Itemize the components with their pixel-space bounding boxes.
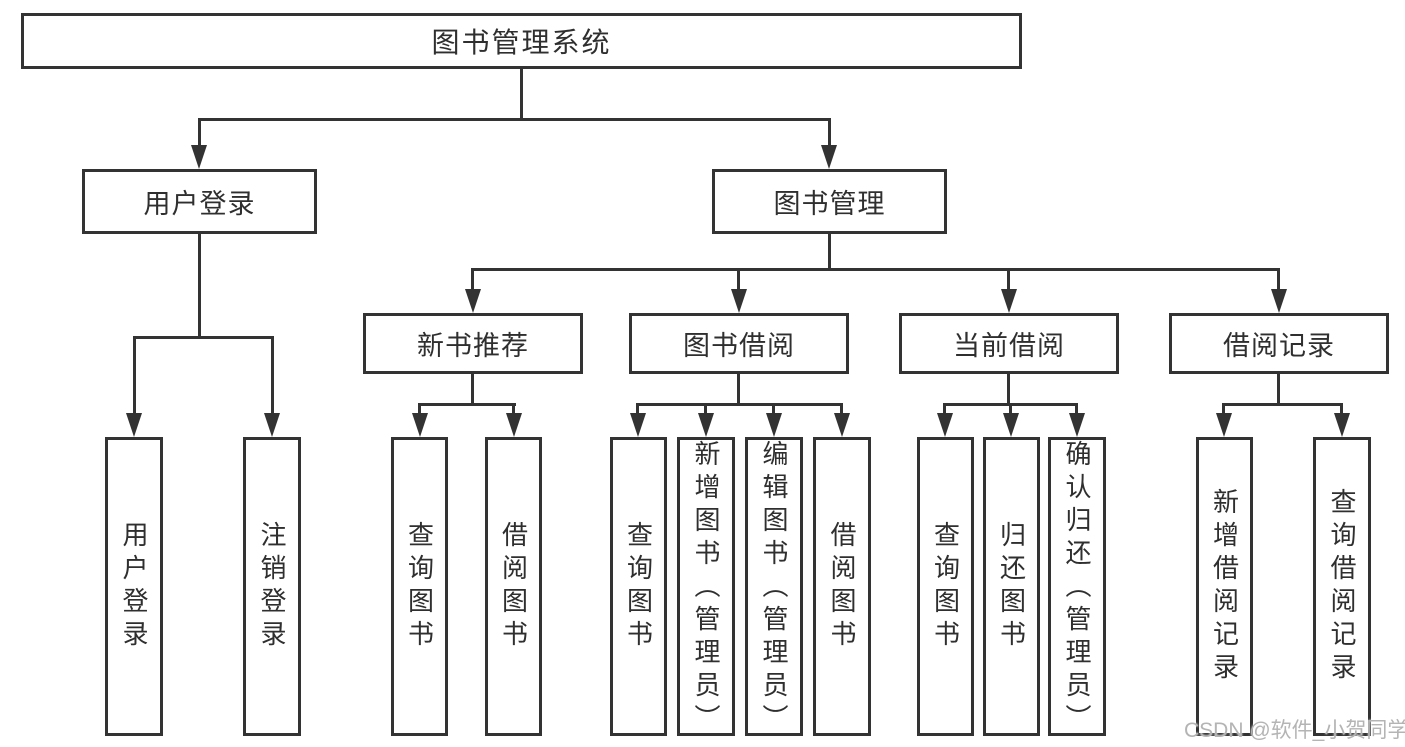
leaf-query-books-current: 查询图书 xyxy=(917,437,974,736)
arrow-down-icon xyxy=(126,413,142,437)
arrow-down-icon xyxy=(264,413,280,437)
arrow-down-icon xyxy=(630,413,646,437)
connector-leaf-line xyxy=(1075,403,1078,415)
node-label: 查询图书 xyxy=(404,520,435,653)
node-book-borrowing: 图书借阅 xyxy=(629,313,849,374)
node-label: 借阅图书 xyxy=(827,520,857,653)
arrow-down-icon xyxy=(834,413,850,437)
arrow-down-icon xyxy=(1001,289,1017,313)
arrow-down-icon xyxy=(1334,413,1350,437)
node-user-login: 用户登录 xyxy=(82,169,317,234)
connector-to-book-borrowing xyxy=(737,268,740,293)
leaf-borrow-books-recommendation: 借阅图书 xyxy=(485,437,542,736)
arrow-down-icon xyxy=(1003,413,1019,437)
node-library-management-system: 图书管理系统 xyxy=(21,13,1022,69)
leaf-query-books-recommendation: 查询图书 xyxy=(391,437,448,736)
connector-to-new-book-rec xyxy=(471,268,474,293)
node-label: 图书借阅 xyxy=(683,331,795,361)
connector-root-bar xyxy=(198,118,830,121)
arrow-down-icon xyxy=(191,145,207,169)
connector-root-to-book-management xyxy=(828,118,831,147)
connector-book-management-stem xyxy=(828,234,831,271)
connector-leaf-line xyxy=(1222,403,1225,415)
csdn-watermark: CSDN @软件_小贺同学 xyxy=(1184,719,1405,742)
leaf-return-books: 归还图书 xyxy=(983,437,1040,736)
connector-book-management-bar xyxy=(472,268,1280,271)
connector-new-book-rec-stem xyxy=(471,374,474,405)
node-new-book-recommendation: 新书推荐 xyxy=(363,313,583,374)
node-label: 当前借阅 xyxy=(953,331,1065,361)
node-label: 归还图书 xyxy=(996,520,1027,653)
leaf-logout-login: 注销登录 xyxy=(243,437,301,736)
leaf-edit-books-admin: 编辑图书（管理员） xyxy=(745,437,803,737)
leaf-query-books-borrowing: 查询图书 xyxy=(610,437,667,736)
node-label: 借阅图书 xyxy=(498,520,529,653)
node-borrowing-records: 借阅记录 xyxy=(1169,313,1389,374)
connector-user-login-bar xyxy=(133,336,274,339)
connector-new-book-rec-bar xyxy=(419,403,516,406)
arrow-down-icon xyxy=(1069,413,1085,437)
arrow-down-icon xyxy=(506,413,522,437)
leaf-add-books-admin: 新增图书（管理员） xyxy=(677,437,735,737)
connector-to-leaf-logout xyxy=(271,336,274,415)
arrow-down-icon xyxy=(766,413,782,437)
leaf-add-borrow-record: 新增借阅记录 xyxy=(1196,437,1253,736)
connector-to-leaf-user-login xyxy=(133,336,136,415)
node-label: 查询图书 xyxy=(623,520,654,653)
connector-user-login-stem xyxy=(198,234,201,338)
node-label: 确认归还（管理员） xyxy=(1062,440,1092,737)
node-label: 新增图书（管理员） xyxy=(691,440,721,737)
connector-leaf-line xyxy=(943,403,946,415)
arrow-down-icon xyxy=(937,413,953,437)
connector-leaf-line xyxy=(418,403,421,415)
arrow-down-icon xyxy=(731,289,747,313)
connector-to-borrowing-records xyxy=(1277,268,1280,293)
node-label: 图书管理系统 xyxy=(431,27,612,58)
leaf-borrow-books-borrowing: 借阅图书 xyxy=(813,437,871,736)
node-label: 注销登录 xyxy=(257,520,287,653)
connector-leaf-line xyxy=(636,403,639,415)
leaf-query-borrow-record: 查询借阅记录 xyxy=(1313,437,1371,736)
arrow-down-icon xyxy=(698,413,714,437)
connector-book-borrowing-stem xyxy=(737,374,740,405)
node-label: 新增借阅记录 xyxy=(1209,487,1240,686)
arrow-down-icon xyxy=(465,289,481,313)
arrow-down-icon xyxy=(821,145,837,169)
connector-leaf-line xyxy=(840,403,843,415)
node-label: 用户登录 xyxy=(143,189,256,219)
node-book-management: 图书管理 xyxy=(712,169,947,234)
leaf-confirm-return-admin: 确认归还（管理员） xyxy=(1048,437,1106,737)
connector-to-current-borrowing xyxy=(1007,268,1010,293)
node-label: 新书推荐 xyxy=(417,331,529,361)
connector-leaf-line xyxy=(1340,403,1343,415)
connector-root-to-user-login xyxy=(198,118,201,147)
connector-root-stem xyxy=(520,69,523,119)
arrow-down-icon xyxy=(1216,413,1232,437)
connector-book-borrowing-bar xyxy=(638,403,843,406)
connector-leaf-line xyxy=(704,403,707,415)
connector-leaf-line xyxy=(772,403,775,415)
arrow-down-icon xyxy=(412,413,428,437)
node-label: 图书管理 xyxy=(773,189,886,219)
node-label: 用户登录 xyxy=(119,520,149,653)
node-current-borrowing: 当前借阅 xyxy=(899,313,1119,374)
arrow-down-icon xyxy=(1271,289,1287,313)
node-label: 编辑图书（管理员） xyxy=(759,440,789,737)
connector-current-borrowing-stem xyxy=(1007,374,1010,405)
leaf-user-login: 用户登录 xyxy=(105,437,163,736)
connector-leaf-line xyxy=(512,403,515,415)
connector-borrowing-records-stem xyxy=(1277,374,1280,405)
node-label: 查询图书 xyxy=(930,520,961,653)
node-label: 借阅记录 xyxy=(1223,331,1335,361)
node-label: 查询借阅记录 xyxy=(1327,487,1357,686)
connector-leaf-line xyxy=(1009,403,1012,415)
connector-borrowing-records-bar xyxy=(1223,403,1343,406)
